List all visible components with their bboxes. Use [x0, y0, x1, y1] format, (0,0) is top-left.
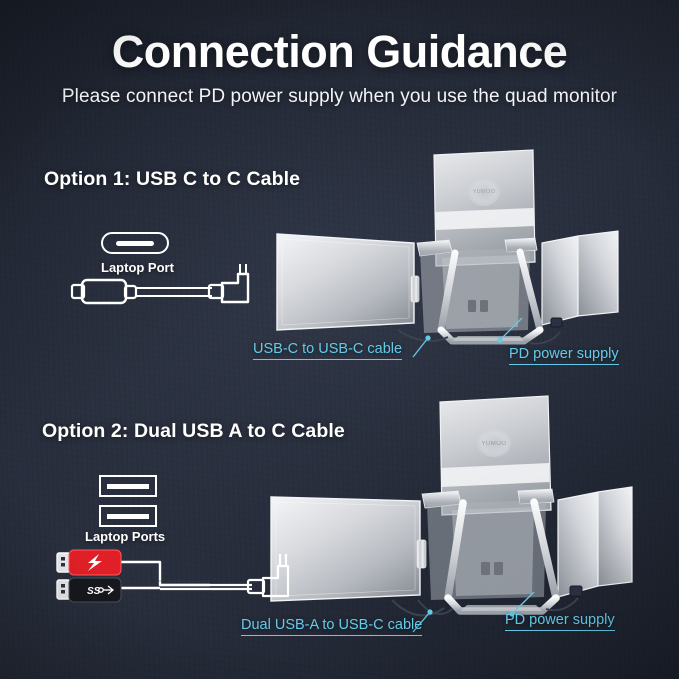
usb-a-port-icon-1: [99, 475, 157, 497]
pd-plug: [550, 317, 563, 328]
leader-lines-2: [412, 591, 535, 633]
svg-text:SS: SS: [87, 586, 101, 597]
leader-lines-1: [412, 317, 523, 358]
usbc-to-usbc-cable: [70, 264, 250, 305]
svg-text:YUMOO: YUMOO: [481, 441, 506, 447]
page-title: Connection Guidance: [111, 26, 568, 77]
usb-a-port-icon-2: [99, 505, 157, 527]
caption-usba-cable: Dual USB-A to USB-C cable: [241, 617, 423, 636]
right-monitor-panel: [541, 230, 619, 326]
option-2-heading: Option 2: Dual USB A to C Cable: [42, 420, 345, 442]
laptop-port-label: Laptop Port: [101, 260, 174, 275]
usba-connector-power: [56, 549, 122, 576]
usb-c-port-icon: [101, 232, 169, 254]
pd-plug-2: [569, 585, 583, 597]
device-option-2: YUMOO: [270, 395, 633, 633]
laptop-ports-label: Laptop Ports: [85, 529, 166, 544]
left-monitor-panel-2: [270, 496, 421, 602]
left-monitor-panel: [276, 233, 415, 331]
caption-pd-supply-1: PD power supply: [509, 346, 619, 365]
caption-pd-supply-2: PD power supply: [505, 612, 615, 631]
center-screen-back: YUMOO: [433, 149, 536, 267]
svg-text:YUMOO: YUMOO: [473, 189, 496, 195]
caption-usbc-cable: USB-C to USB-C cable: [253, 341, 403, 360]
option-1-heading: Option 1: USB C to C Cable: [44, 168, 301, 190]
usba-connector-data: SS: [56, 577, 122, 603]
brand-logo: [468, 178, 500, 206]
right-monitor-panel-2: [557, 486, 633, 598]
device-option-1: YUMOO: [276, 149, 619, 358]
dual-usba-to-usbc-cable: SS: [56, 549, 290, 603]
center-screen-back-2: YUMOO: [439, 395, 552, 516]
brand-logo-2: [477, 429, 511, 457]
page-subtitle: Please connect PD power supply when you …: [61, 86, 618, 107]
